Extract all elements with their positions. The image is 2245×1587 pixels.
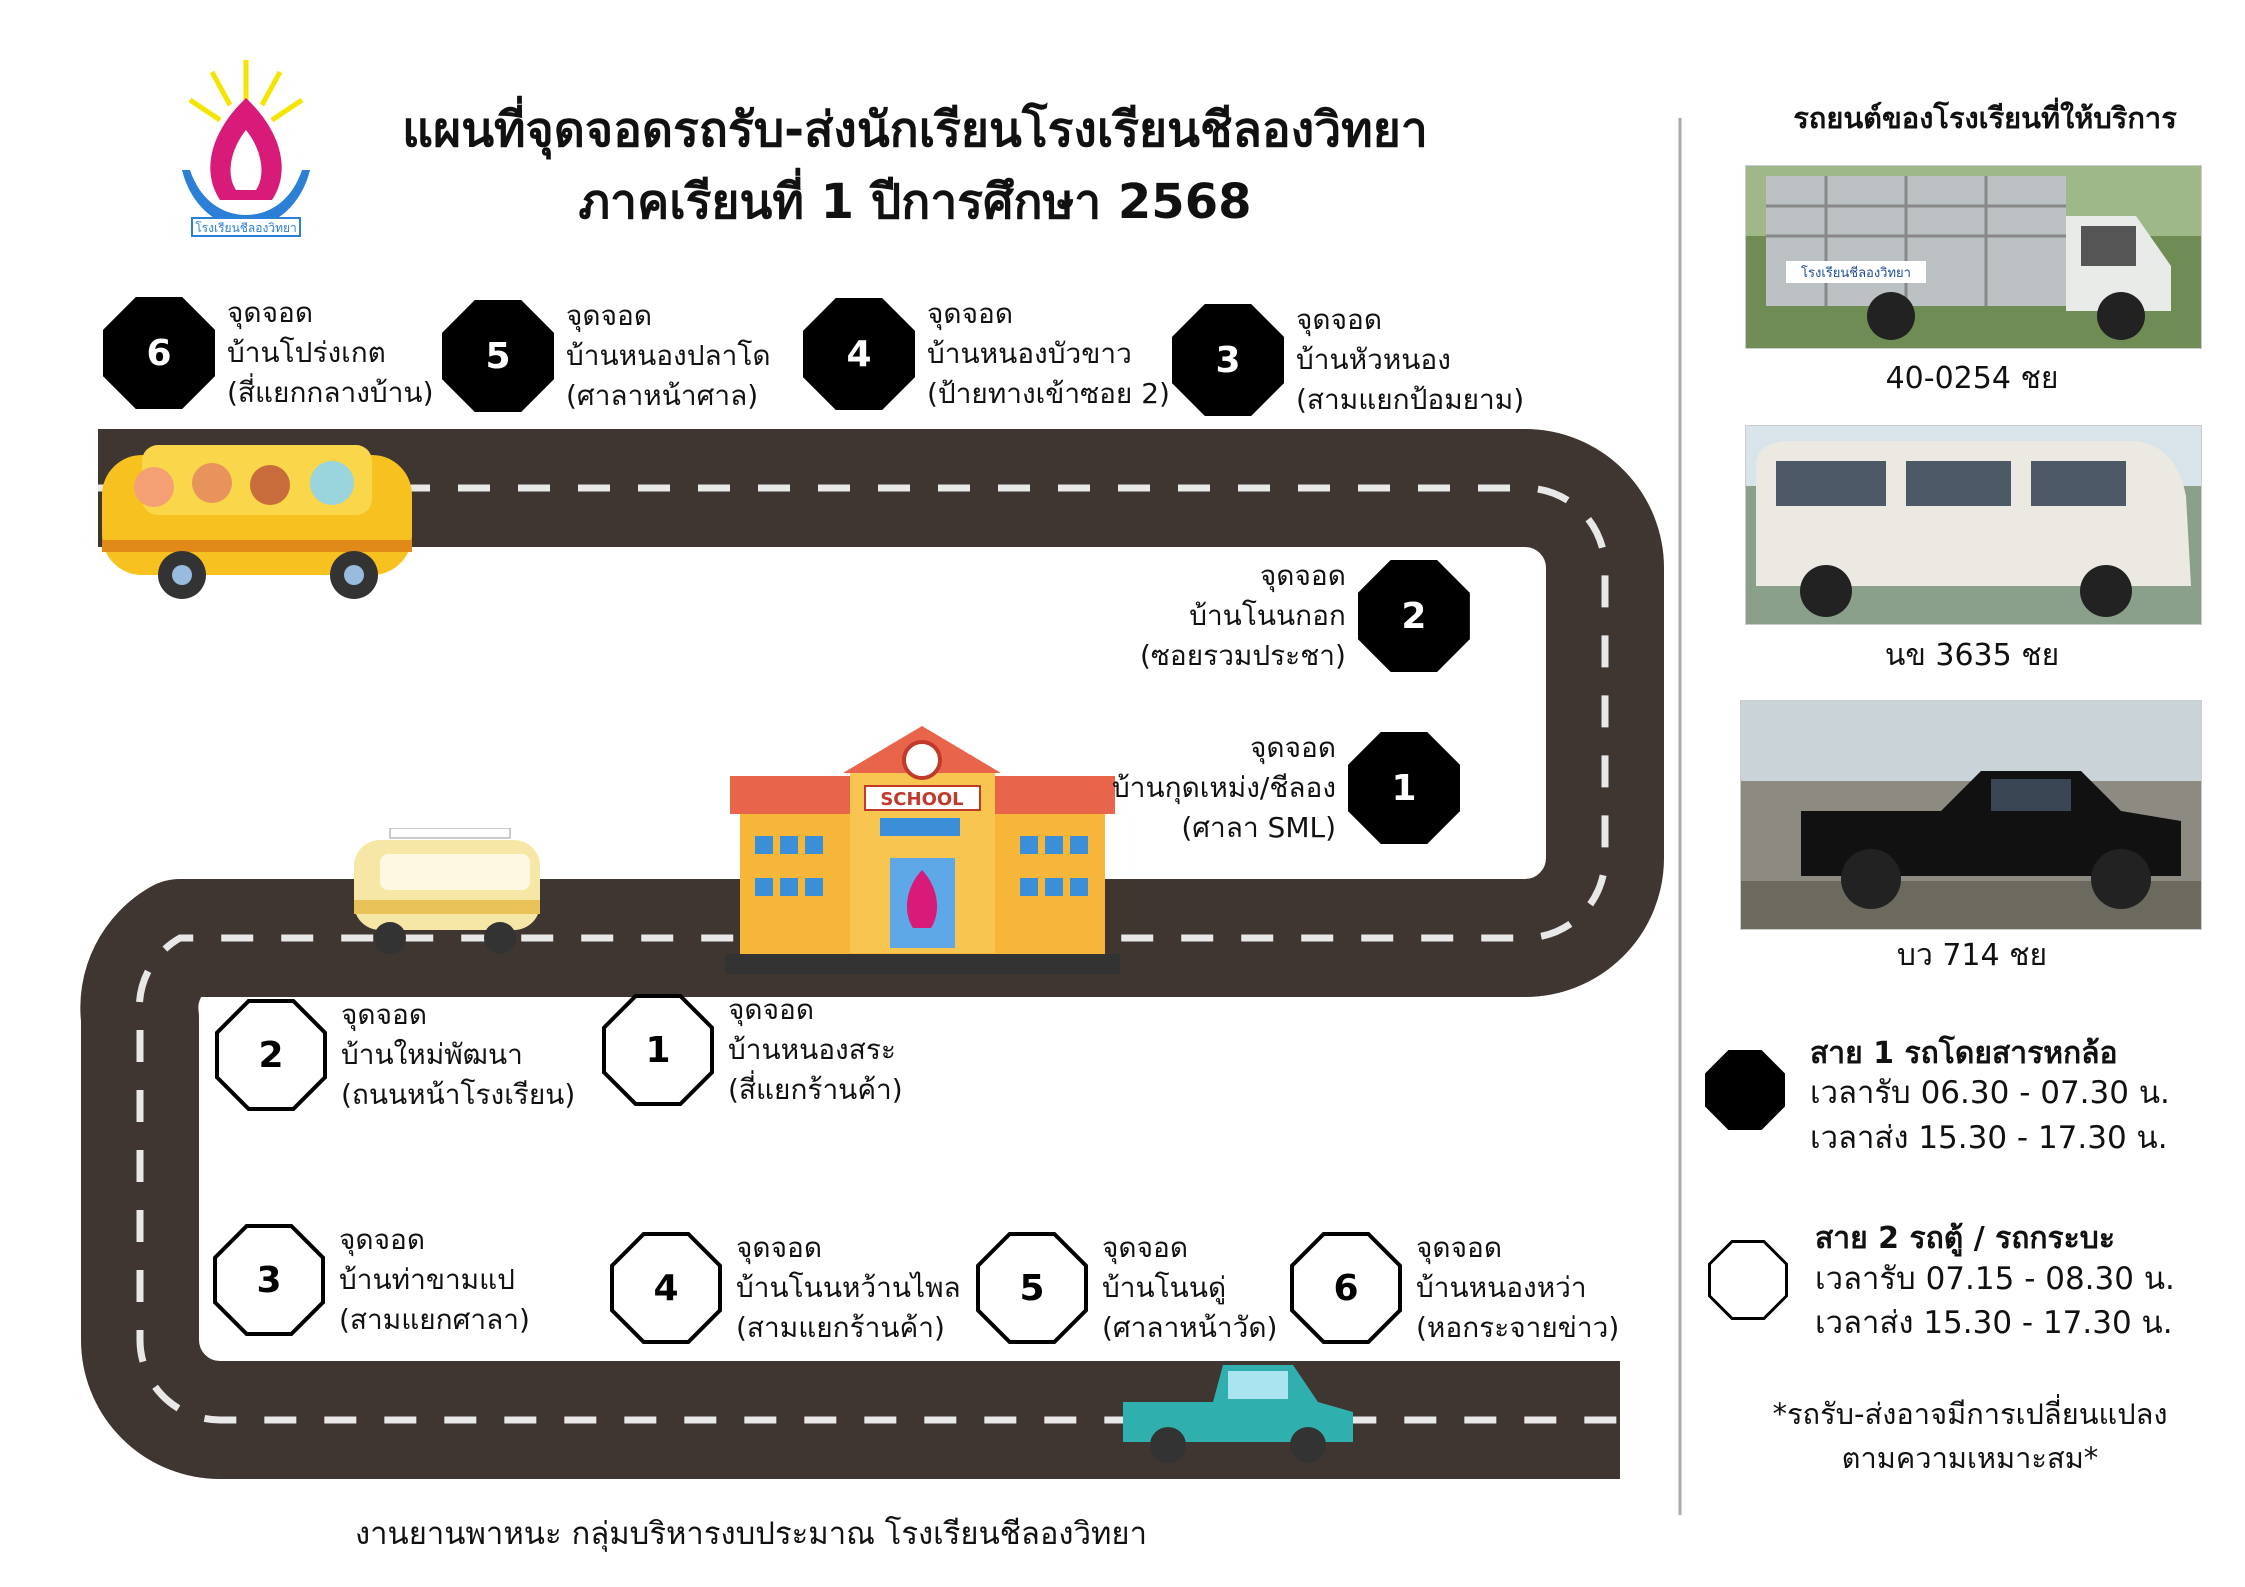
stop-label: จุดจอด bbox=[339, 1223, 425, 1256]
change-note-line2: ตามความเหมาะสม* bbox=[1841, 1441, 2099, 1475]
legend-route1-title: สาย 1 รถโดยสารหกล้อ bbox=[1810, 1036, 2118, 1071]
stop-note: (ถนนหน้าโรงเรียน) bbox=[341, 1078, 576, 1111]
stop-note: (ศาลาหน้าศาล) bbox=[566, 379, 759, 412]
stop-marker-4: 4 bbox=[803, 298, 915, 410]
vehicle-plate-3: บว 714 ชย bbox=[1896, 938, 2048, 973]
stop-label: จุดจอด bbox=[227, 296, 313, 329]
footer-text: งานยานพาหนะ กลุ่มบริหารงบประมาณ โรงเรียน… bbox=[355, 1516, 1147, 1552]
stop-note: (สามแยกร้านค้า) bbox=[736, 1311, 945, 1344]
stop-note: (ศาลาหน้าวัด) bbox=[1102, 1311, 1278, 1344]
stop-place: บ้านหนองบัวขาว bbox=[927, 337, 1132, 370]
legend-route1-pickup: เวลารับ 06.30 - 07.30 น. bbox=[1810, 1075, 2170, 1111]
school-building-icon: SCHOOL bbox=[725, 726, 1120, 974]
stop-note: (สามแยกศาลา) bbox=[339, 1303, 530, 1336]
stop-note: (ซอยรวมประชา) bbox=[1140, 639, 1346, 672]
stop-place: บ้านหัวหนอง bbox=[1296, 343, 1451, 376]
stop-note: (สี่แยกกลางบ้าน) bbox=[227, 376, 434, 409]
stop-note: (สี่แยกร้านค้า) bbox=[728, 1073, 903, 1106]
stop-place: บ้านโนนหว้านไพล bbox=[736, 1271, 961, 1304]
stop-label: จุดจอด bbox=[728, 993, 814, 1026]
legend-route2-title: สาย 2 รถตู้ / รถกระบะ bbox=[1815, 1221, 2115, 1256]
school-logo-icon: โรงเรียนชีลองวิทยา bbox=[182, 60, 310, 237]
change-note-line1: *รถรับ-ส่งอาจมีการเปลี่ยนแปลง bbox=[1772, 1397, 2168, 1431]
stop-marker-6: 6 bbox=[103, 297, 215, 409]
route1-stop-1: จุดจอด บ้านกุดเหม่ง/ชีลอง (ศาลา SML) 1 bbox=[1112, 728, 1461, 848]
stop-note: (ป้ายทางเข้าซอย 2) bbox=[927, 377, 1170, 410]
sidebar-title: รถยนต์ของโรงเรียนที่ให้บริการ bbox=[1793, 101, 2177, 135]
stop-note: (ศาลา SML) bbox=[1181, 811, 1337, 844]
vehicle-plate-1: 40-0254 ชย bbox=[1885, 361, 2059, 396]
stop-label: จุดจอด bbox=[1102, 1231, 1188, 1264]
stop-place: บ้านหนองสระ bbox=[728, 1033, 896, 1066]
stop-marker-1: 1 bbox=[1348, 732, 1461, 844]
stop-marker-3: 3 bbox=[1172, 304, 1284, 416]
road-center-line bbox=[98, 484, 1620, 1424]
stop-marker-4: 4 bbox=[614, 1236, 718, 1340]
route1-stop-5: 5 จุดจอด บ้านหนองปลาโด (ศาลาหน้าศาล) bbox=[442, 296, 771, 416]
route1-stop-3: 3 จุดจอด บ้านหัวหนอง (สามแยกป้อมยาม) bbox=[1172, 300, 1524, 420]
stop-place: บ้านหนองหว่า bbox=[1416, 1271, 1587, 1304]
truck-door-text: โรงเรียนชีลองวิทยา bbox=[1801, 265, 1911, 281]
stop-note: (สามแยกป้อมยาม) bbox=[1296, 383, 1525, 416]
stop-label: จุดจอด bbox=[341, 998, 427, 1031]
stop-label: จุดจอด bbox=[566, 299, 652, 332]
stop-label: จุดจอด bbox=[927, 297, 1013, 330]
stop-label: จุดจอด bbox=[736, 1231, 822, 1264]
stop-place: บ้านหนองปลาโด bbox=[566, 339, 771, 372]
stop-marker-1: 1 bbox=[606, 998, 710, 1102]
legend-route2-pickup: เวลารับ 07.15 - 08.30 น. bbox=[1815, 1261, 2175, 1297]
school-sign: SCHOOL bbox=[880, 789, 963, 810]
school-bus-icon bbox=[102, 445, 412, 599]
stop-place: บ้านโนนดู่ bbox=[1102, 1271, 1227, 1304]
legend-route1-dropoff: เวลาส่ง 15.30 - 17.30 น. bbox=[1810, 1120, 2168, 1156]
route2-stop-6: 6 จุดจอด บ้านหนองหว่า (หอกระจายข่าว) bbox=[1290, 1228, 1619, 1348]
legend-route1-marker bbox=[1705, 1050, 1785, 1130]
legend-route2-marker bbox=[1708, 1240, 1788, 1320]
route1-stop-2: จุดจอด บ้านโนนกอก (ซอยรวมประชา) 2 bbox=[1140, 556, 1470, 676]
stop-marker-2: 2 bbox=[219, 1003, 323, 1107]
page-title: แผนที่จุดจอดรถรับ-ส่งนักเรียนโรงเรียนชีล… bbox=[402, 102, 1428, 158]
stop-place: บ้านท่าขามแป bbox=[339, 1263, 515, 1296]
change-note: *รถรับ-ส่งอาจมีการเปลี่ยนแปลง ตามความเหม… bbox=[1720, 1392, 2220, 1480]
stop-label: จุดจอด bbox=[1416, 1231, 1502, 1264]
van-photo bbox=[1745, 425, 2202, 625]
legend-route2-dropoff: เวลาส่ง 15.30 - 17.30 น. bbox=[1815, 1305, 2173, 1341]
stop-place: บ้านใหม่พัฒนา bbox=[341, 1038, 523, 1071]
stop-place: บ้านโปร่งเกต bbox=[227, 336, 386, 369]
stop-marker-5: 5 bbox=[980, 1236, 1084, 1340]
route2-stop-4: 4 จุดจอด บ้านโนนหว้านไพล (สามแยกร้านค้า) bbox=[610, 1228, 961, 1348]
route1-stop-4: 4 จุดจอด บ้านหนองบัวขาว (ป้ายทางเข้าซอย … bbox=[803, 294, 1170, 414]
stop-marker-5: 5 bbox=[442, 300, 554, 412]
vehicle-plate-2: นข 3635 ชย bbox=[1884, 638, 2060, 673]
stop-note: (หอกระจายข่าว) bbox=[1416, 1311, 1620, 1344]
stop-marker-3: 3 bbox=[217, 1228, 321, 1332]
stop-label: จุดจอด bbox=[1259, 559, 1346, 592]
stop-marker-2: 2 bbox=[1357, 560, 1470, 672]
route2-stop-1: 1 จุดจอด บ้านหนองสระ (สี่แยกร้านค้า) bbox=[602, 990, 903, 1110]
route2-stop-2: 2 จุดจอด บ้านใหม่พัฒนา (ถนนหน้าโรงเรียน) bbox=[215, 995, 575, 1115]
pickup-truck-photo bbox=[1740, 700, 2202, 930]
stop-label: จุดจอด bbox=[1250, 731, 1337, 764]
stop-label: จุดจอด bbox=[1296, 303, 1382, 336]
stop-marker-6: 6 bbox=[1294, 1236, 1398, 1340]
logo-text: โรงเรียนชีลองวิทยา bbox=[195, 221, 297, 235]
route2-stop-3: 3 จุดจอด บ้านท่าขามแป (สามแยกศาลา) bbox=[213, 1220, 530, 1340]
songthaew-truck-photo: โรงเรียนชีลองวิทยา bbox=[1745, 165, 2202, 349]
van-icon bbox=[354, 828, 540, 954]
page-subtitle: ภาคเรียนที่ 1 ปีการศึกษา 2568 bbox=[578, 174, 1252, 230]
stop-place: บ้านกุดเหม่ง/ชีลอง bbox=[1112, 771, 1337, 804]
route2-stop-5: 5 จุดจอด บ้านโนนดู่ (ศาลาหน้าวัด) bbox=[976, 1228, 1277, 1348]
route1-stop-6: 6 จุดจอด บ้านโปร่งเกต (สี่แยกกลางบ้าน) bbox=[103, 293, 434, 413]
stop-place: บ้านโนนกอก bbox=[1189, 599, 1346, 632]
pickup-truck-icon bbox=[1123, 1365, 1353, 1463]
